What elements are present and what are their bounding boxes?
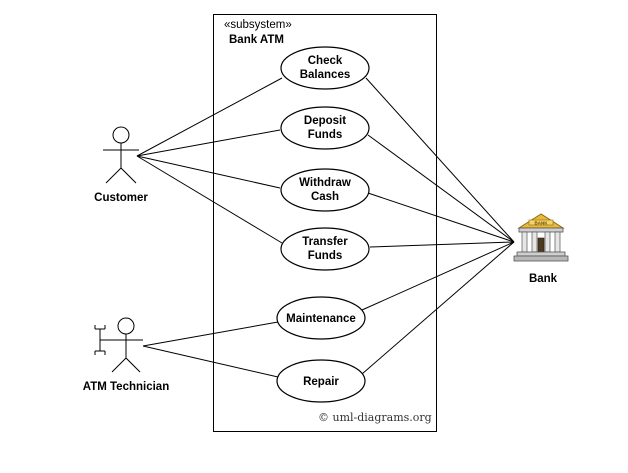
- assoc-bank-check: [365, 77, 515, 243]
- assoc-customer-deposit: [136, 129, 281, 157]
- assoc-customer-transfer: [136, 155, 283, 244]
- bank-actor[interactable]: BANK Bank: [513, 213, 569, 285]
- technician-actor[interactable]: ATM Technician: [83, 317, 169, 393]
- subsystem-boundary: [213, 14, 437, 432]
- use-case-label: Cash: [311, 191, 339, 203]
- technician-figure-icon: [108, 317, 143, 373]
- bank-label: Bank: [529, 273, 558, 285]
- assoc-bank-withdraw: [367, 192, 515, 243]
- bank-associations: [361, 77, 515, 375]
- use-case-deposit-funds[interactable]: Deposit Funds: [280, 106, 370, 150]
- copyright-text: © uml-diagrams.org: [318, 411, 432, 424]
- use-case-label: Withdraw: [299, 177, 351, 189]
- use-case-label: Deposit: [304, 115, 346, 127]
- subsystem-stereotype: «subsystem»: [224, 19, 292, 31]
- customer-actor[interactable]: Customer: [94, 126, 148, 204]
- use-case-label: Maintenance: [286, 313, 356, 325]
- use-case-label: Check: [308, 55, 343, 67]
- technician-label: ATM Technician: [83, 381, 169, 393]
- wrench-icon: [94, 325, 108, 355]
- use-case-label: Funds: [308, 250, 343, 262]
- subsystem-name: Bank ATM: [229, 34, 284, 46]
- bank-sign-text: BANK: [535, 221, 549, 226]
- assoc-customer-withdraw: [136, 155, 281, 189]
- customer-label: Customer: [94, 192, 148, 204]
- assoc-technician-repair: [142, 345, 279, 378]
- use-case-label: Balances: [300, 69, 351, 81]
- customer-associations: [136, 77, 283, 244]
- use-case-label: Funds: [308, 129, 343, 141]
- use-case-check-balances[interactable]: Check Balances: [280, 46, 370, 90]
- use-case-withdraw-cash[interactable]: Withdraw Cash: [280, 168, 370, 212]
- use-case-label: Transfer: [302, 236, 348, 248]
- bank-building-icon: BANK: [513, 213, 569, 262]
- assoc-bank-transfer: [369, 241, 515, 248]
- technician-associations: [142, 321, 279, 378]
- use-case-repair[interactable]: Repair: [276, 359, 366, 403]
- use-case-label: Repair: [303, 376, 339, 388]
- assoc-customer-check: [136, 77, 283, 157]
- use-case-maintenance[interactable]: Maintenance: [276, 296, 366, 340]
- assoc-bank-maintenance: [361, 241, 515, 311]
- use-case-transfer-funds[interactable]: Transfer Funds: [280, 227, 370, 271]
- assoc-bank-repair: [361, 241, 515, 375]
- assoc-bank-deposit: [367, 134, 515, 243]
- stick-figure-icon: [103, 126, 139, 184]
- assoc-technician-maintenance: [142, 321, 279, 347]
